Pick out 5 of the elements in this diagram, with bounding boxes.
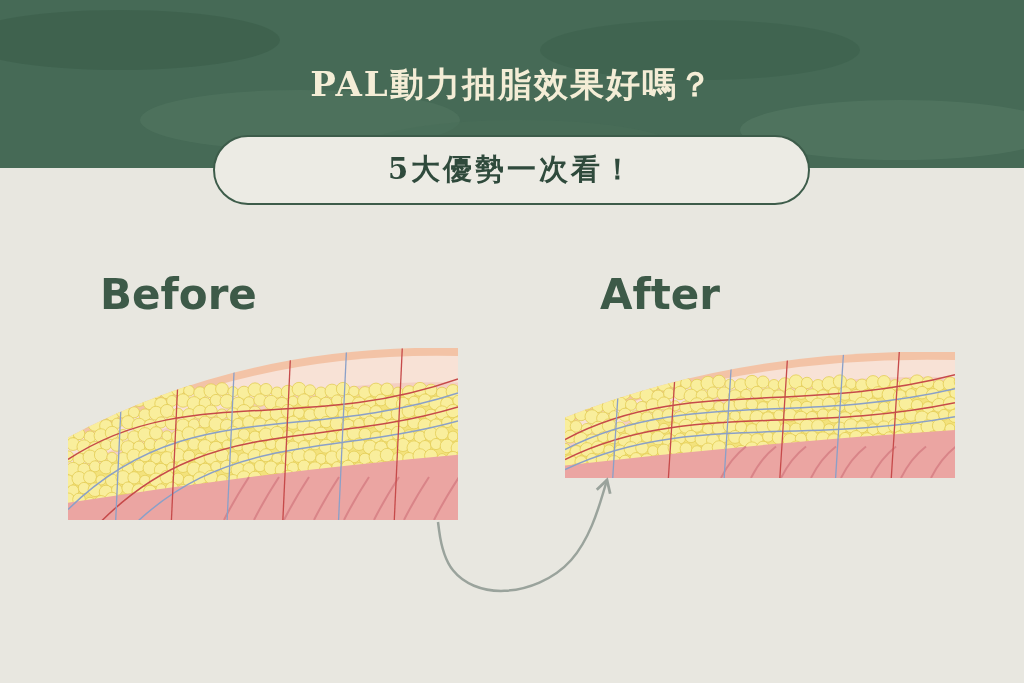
subtitle: 5大優勢一次看！ (387, 151, 636, 188)
panel-heading: After (600, 270, 721, 319)
title: PAL動力抽脂效果好嗎？ (309, 63, 715, 106)
curved-arrow (436, 478, 612, 593)
panel-heading: Before (100, 270, 257, 319)
